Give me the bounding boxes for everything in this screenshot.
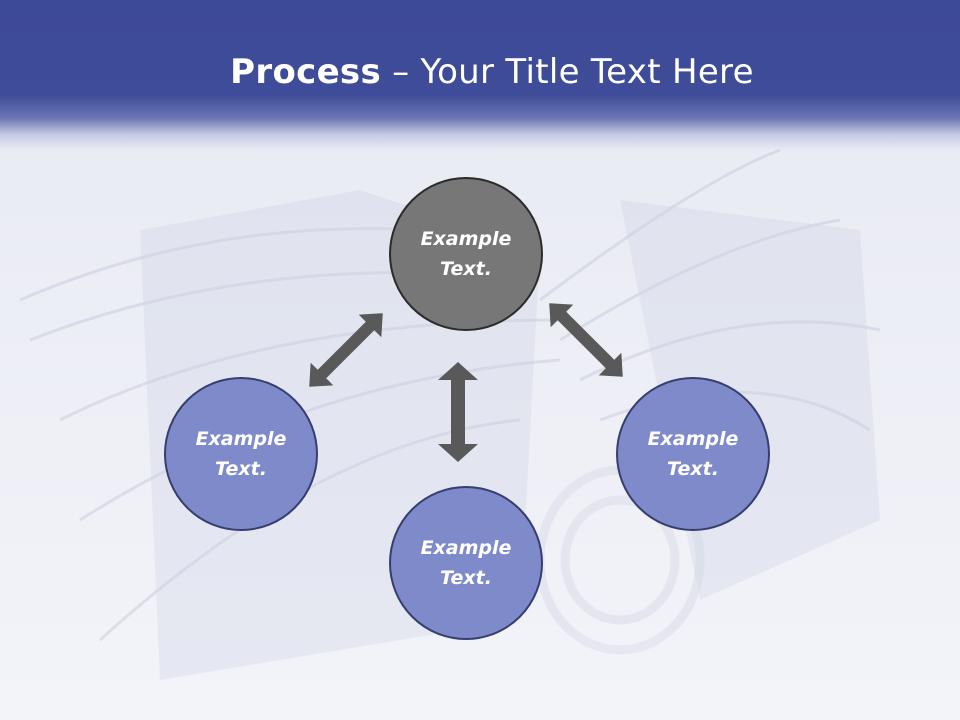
double-arrow-vertical [438, 362, 478, 462]
node-top: Example Text. [389, 177, 543, 331]
node-left: Example Text. [164, 377, 318, 531]
node-bottom: Example Text. [389, 486, 543, 640]
title-bold: Process [230, 52, 382, 92]
title-bar [0, 0, 960, 150]
double-arrow-left [309, 313, 383, 387]
page-title: Process – Your Title Text Here [0, 52, 960, 92]
node-right: Example Text. [616, 377, 770, 531]
double-arrow-right [549, 303, 623, 377]
title-rest: – Your Title Text Here [381, 52, 754, 92]
